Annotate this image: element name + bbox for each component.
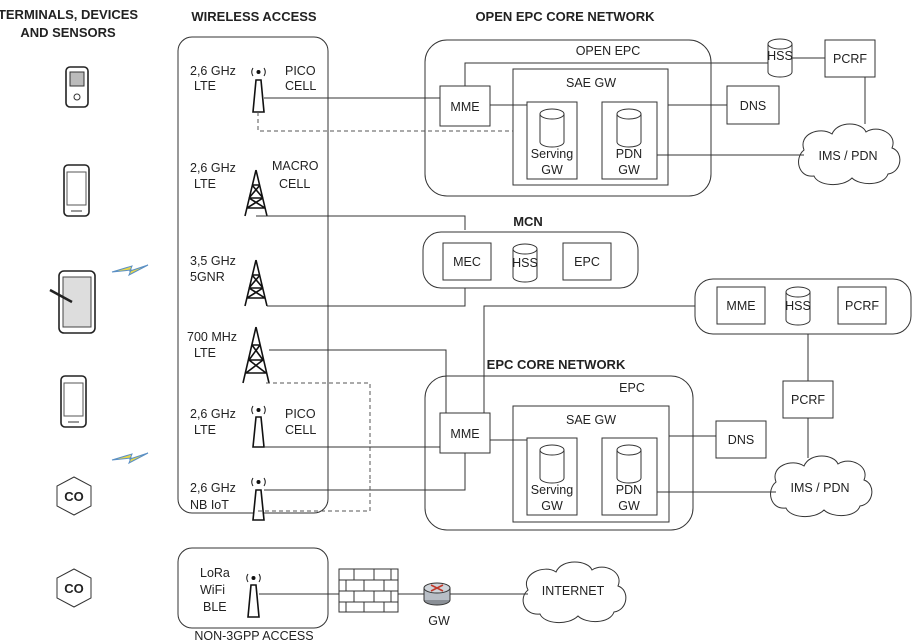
- non3gpp-line3: BLE: [203, 600, 227, 614]
- epc-dns-label: DNS: [728, 433, 754, 447]
- feature-phone-icon: [65, 66, 89, 108]
- pico1-type1: PICO: [285, 64, 316, 78]
- pico1-type2: CELL: [285, 79, 316, 93]
- nr-tech: 5GNR: [190, 270, 225, 284]
- open-epc-title: OPEN EPC: [576, 44, 641, 58]
- open-serving-label1: Serving: [531, 147, 573, 161]
- mcn-epc-label: EPC: [574, 255, 600, 269]
- macro-type2: CELL: [279, 177, 310, 191]
- macro-freq: 2,6 GHz: [190, 161, 236, 175]
- database-icon: [539, 444, 565, 484]
- open-pcrf-label: PCRF: [833, 52, 867, 66]
- open-mme-label: MME: [450, 100, 479, 114]
- smartphone-icon: [60, 375, 87, 428]
- firewall-icon: [338, 568, 399, 613]
- non3gpp-antenna-icon: [246, 573, 261, 618]
- epc-pdn-label2: GW: [618, 499, 640, 513]
- open-serving-label2: GW: [541, 163, 563, 177]
- pico-antenna-icon: [251, 67, 266, 113]
- epc-dns-box: [715, 420, 767, 459]
- lightning-signal-icon: [111, 264, 149, 277]
- nbiot-antenna-icon: [251, 477, 266, 521]
- connector-lines: [256, 57, 866, 595]
- mcn-mec-box: [442, 242, 492, 281]
- terminals-header-line2: AND SENSORS: [20, 25, 116, 40]
- epc-core-header: EPC CORE NETWORK: [487, 357, 626, 372]
- epc-mme-label: MME: [450, 427, 479, 441]
- ims-pdn-cloud-icon: [798, 123, 901, 185]
- ims-pdn-cloud-icon: [770, 455, 873, 517]
- macro-type1: MACRO: [272, 159, 319, 173]
- gw-label: GW: [428, 614, 450, 628]
- wireless-access-header: WIRELESS ACCESS: [191, 9, 317, 24]
- epc-serving-label2: GW: [541, 499, 563, 513]
- internet-cloud-icon: [522, 561, 627, 623]
- pico2-type1: PICO: [285, 407, 316, 421]
- co-sensor-label-2: CO: [64, 581, 84, 596]
- lte700-tower-icon: [242, 326, 270, 384]
- pcrf2-label: PCRF: [791, 393, 825, 407]
- database-icon: [616, 444, 642, 484]
- open-sae-gw-label: SAE GW: [566, 76, 616, 90]
- macro-tech: LTE: [194, 177, 216, 191]
- pico2-tech: LTE: [194, 423, 216, 437]
- pico-antenna-icon: [251, 405, 266, 448]
- epc-title: EPC: [619, 381, 645, 395]
- 5gnr-tower-icon: [244, 259, 268, 307]
- pico2-freq: 2,6 GHz: [190, 407, 236, 421]
- nbiot-tech: NB IoT: [190, 498, 229, 512]
- mcn-header: MCN: [513, 214, 543, 229]
- co-sensor-label-1: CO: [64, 489, 84, 504]
- nbiot-freq: 2,6 GHz: [190, 481, 236, 495]
- non3gpp-line2: WiFi: [200, 583, 225, 597]
- database-icon: [616, 108, 642, 148]
- router-icon: [423, 582, 451, 606]
- open-hss-label: HSS: [767, 49, 793, 63]
- non3gpp-line1: LoRa: [200, 566, 230, 580]
- non3gpp-header: NON-3GPP ACCESS: [194, 629, 313, 643]
- open-dns-box: [726, 85, 780, 125]
- epc-pdn-label1: PDN: [616, 483, 642, 497]
- epc-sae-gw-label: SAE GW: [566, 413, 616, 427]
- nr-freq: 3,5 GHz: [190, 254, 236, 268]
- epc-serving-label1: Serving: [531, 483, 573, 497]
- tablet-icon: [49, 270, 96, 334]
- ext-mme-label: MME: [726, 299, 755, 313]
- pico1-freq: 2,6 GHz: [190, 64, 236, 78]
- lightning-signal-icon: [111, 452, 149, 465]
- internet-label: INTERNET: [542, 584, 605, 598]
- terminals-header-line1: TERMINALS, DEVICES: [0, 7, 138, 22]
- pico1-tech: LTE: [194, 79, 216, 93]
- macro-tower-icon: [244, 169, 268, 217]
- open-epc-core-header: OPEN EPC CORE NETWORK: [475, 9, 655, 24]
- mcn-hss-label: HSS: [512, 256, 538, 270]
- database-icon: [539, 108, 565, 148]
- epc-mme-box: [439, 412, 491, 454]
- co-sensor-hexagon-2: CO: [56, 568, 92, 608]
- open-ims-label: IMS / PDN: [818, 149, 877, 163]
- lte700-tech: LTE: [194, 346, 216, 360]
- pico2-type2: CELL: [285, 423, 316, 437]
- mcn-epc-box: [562, 242, 612, 281]
- mcn-mec-label: MEC: [453, 255, 481, 269]
- co-sensor-hexagon-1: CO: [56, 476, 92, 516]
- ext-pcrf-box: [837, 286, 887, 325]
- open-pdn-label1: PDN: [616, 147, 642, 161]
- lte700-freq: 700 MHz: [187, 330, 237, 344]
- open-mme-box: [439, 85, 491, 127]
- epc-ims-label: IMS / PDN: [790, 481, 849, 495]
- ext-pcrf-label: PCRF: [845, 299, 879, 313]
- ext-hss-label: HSS: [785, 299, 811, 313]
- smartphone-icon: [63, 164, 90, 217]
- open-pdn-label2: GW: [618, 163, 640, 177]
- open-dns-label: DNS: [740, 99, 766, 113]
- ext-mme-box: [716, 286, 766, 325]
